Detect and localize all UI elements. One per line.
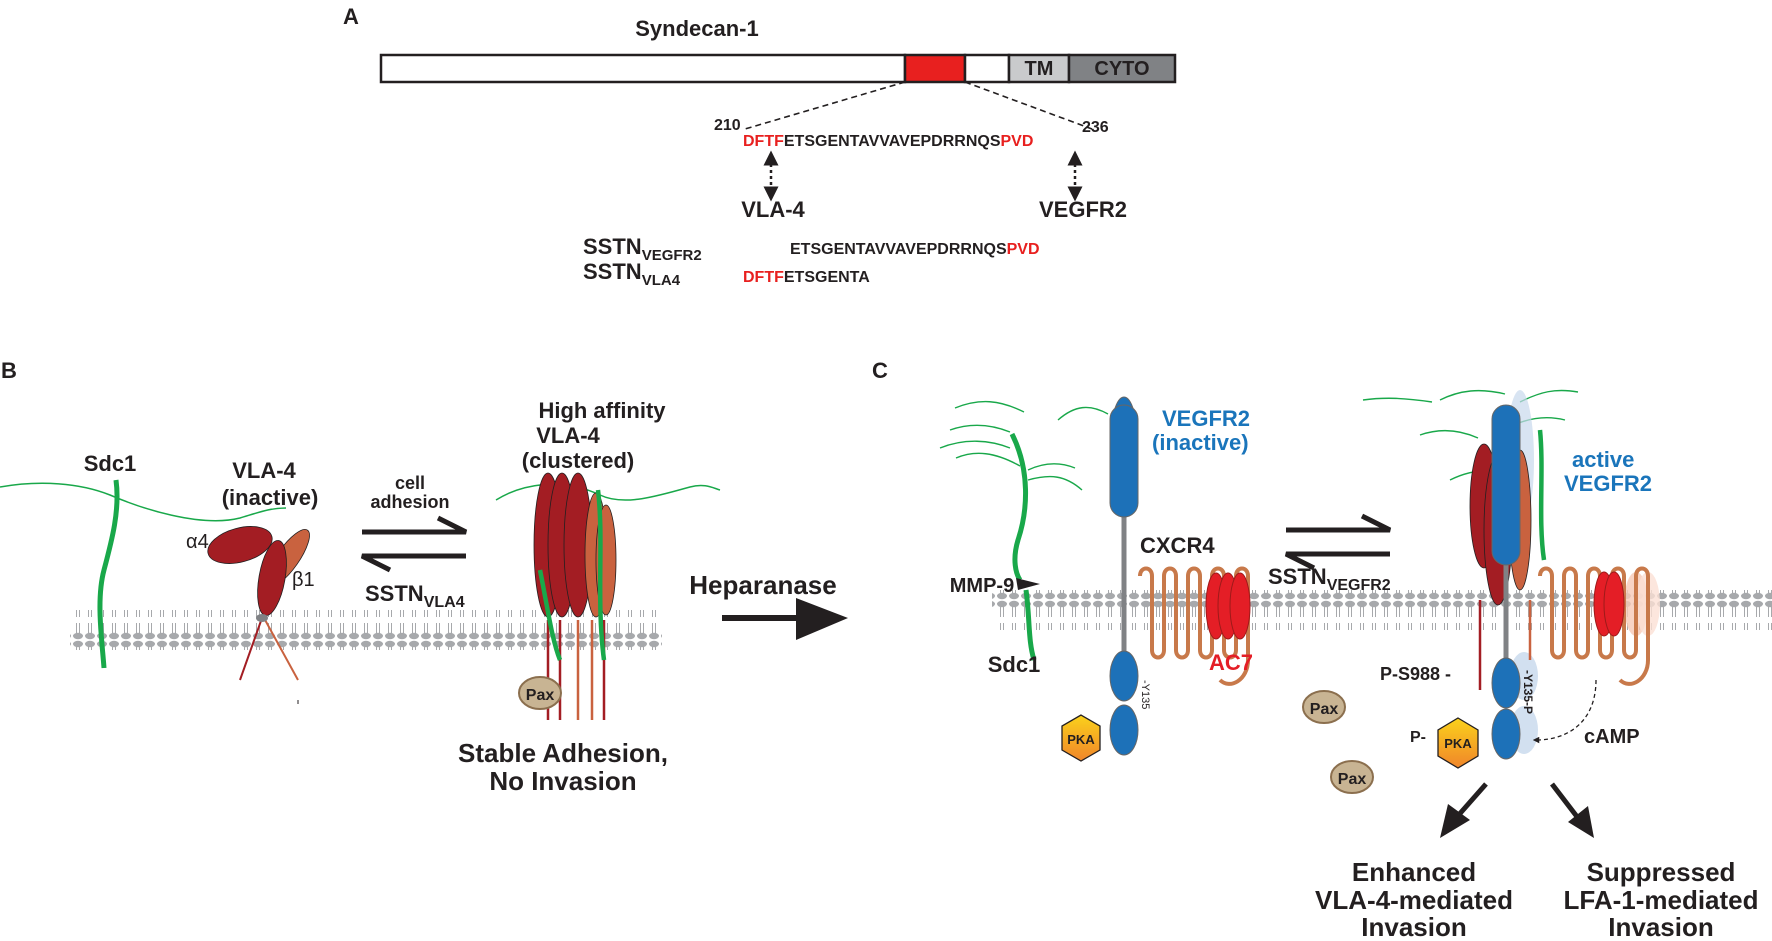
- mmp9-label: MMP-9: [950, 575, 1014, 597]
- p-label: P-: [1410, 729, 1426, 746]
- panel-a-label: A: [343, 4, 359, 29]
- outcome-suppressed-line2: LFA-1-mediated: [1563, 885, 1758, 915]
- panel-c: C MMP-9 Sdc1: [872, 358, 1772, 941]
- sstn-vegfr2-label-c: SSTNVEGFR2: [1268, 564, 1391, 594]
- outcome-arrow-left-shaft: [1454, 782, 1488, 820]
- pax-label-b: Pax: [526, 687, 555, 704]
- heparanase-label: Heparanase: [689, 570, 836, 600]
- ecm-line-left: [0, 482, 287, 522]
- ecm-line-right: [495, 483, 721, 501]
- ac7-label: AC7: [1209, 650, 1253, 675]
- active-vegfr2-line2: VEGFR2: [1564, 471, 1652, 496]
- pax-label-c2: Pax: [1338, 771, 1367, 788]
- vla4-clustered: [533, 472, 617, 720]
- sdc1-stub: [1023, 589, 1037, 661]
- outcome-enhanced-line1: Enhanced: [1352, 857, 1476, 887]
- syndecan-domain-bar: TM CYTO: [379, 53, 1177, 84]
- cyto-label: CYTO: [1094, 58, 1149, 80]
- panel-a: A Syndecan-1 TM CYTO 210 236 DFTFETSGENT…: [343, 4, 1177, 289]
- y135p-label: -Y135-P: [1521, 670, 1535, 714]
- beta1-label: β1: [292, 569, 315, 591]
- tm-domain: [1007, 53, 1071, 84]
- high-affinity-line2: VLA-4: [536, 423, 600, 448]
- active-complex: [1469, 390, 1660, 760]
- vegfr2-inactive: [1109, 396, 1139, 756]
- outcome-enhanced-line3: Invasion: [1361, 912, 1466, 941]
- sdc1-label-b: Sdc1: [84, 451, 137, 476]
- syndecan-title: Syndecan-1: [635, 16, 759, 41]
- y135-label: -Y135: [1139, 680, 1151, 709]
- seq-pvd: PVD: [1001, 133, 1034, 150]
- outcome-arrow-right-head: [1568, 806, 1594, 838]
- cxcr4-gpcr: [1138, 566, 1250, 686]
- seq-middle: ETSGENTAVVAVEPDRRNQS: [784, 133, 1001, 150]
- hs-chains-left: [939, 400, 1109, 491]
- reverse-arrow-c: [1284, 551, 1390, 571]
- outcome-arrow-left-head: [1440, 804, 1470, 838]
- pax-c-1: [1302, 690, 1346, 724]
- panel-b: B Sdc1 VLA-4 (inactive) α4 β1 cell adhes…: [0, 358, 721, 796]
- sstn-vla4-label-b: SSTNVLA4: [365, 581, 465, 611]
- sstn-sequence: DFTFETSGENTAVVAVEPDRRNQSPVD: [743, 133, 1033, 150]
- sdc1-label-c: Sdc1: [988, 652, 1041, 677]
- outcome-b-line1: Stable Adhesion,: [458, 738, 668, 768]
- outcome-b-line2: No Invasion: [489, 766, 636, 796]
- cxcr4-label: CXCR4: [1140, 533, 1215, 558]
- hs-chains-right: [1362, 389, 1579, 481]
- pka-inactive: [1061, 714, 1101, 762]
- camp-label: cAMP: [1584, 726, 1640, 748]
- forward-arrow-c: [1286, 513, 1392, 533]
- alpha4-label: α4: [186, 531, 209, 553]
- peptide-sstn-vegfr2-seq: ETSGENTAVVAVEPDRRNQSPVD: [790, 241, 1040, 258]
- peptide-sstn-vegfr2-name: SSTNVEGFR2: [583, 234, 702, 264]
- pax-c-2: [1330, 760, 1374, 794]
- high-affinity-line3: (clustered): [522, 448, 634, 473]
- vla4-inactive-line2: (inactive): [222, 485, 319, 510]
- vegfr2-inactive-line2: (inactive): [1152, 430, 1249, 455]
- vla4-inactive: [207, 526, 310, 681]
- heparanase-arrowhead: [796, 598, 848, 640]
- forward-arrow-b: [362, 515, 468, 535]
- pka-label-active: PKA: [1444, 736, 1472, 751]
- pax-b: [518, 676, 562, 710]
- residue-start: 210: [714, 117, 741, 134]
- high-affinity-line1: High affinity: [538, 398, 666, 423]
- outcome-suppressed-line1: Suppressed: [1587, 857, 1736, 887]
- cell-adhesion-line2: adhesion: [370, 492, 449, 512]
- reverse-arrow-b: [360, 553, 466, 573]
- pax-label-c1: Pax: [1310, 701, 1339, 718]
- sdc1-core-protein-b: [97, 479, 120, 669]
- residue-end: 236: [1082, 119, 1109, 136]
- active-vegfr2-line1: active: [1572, 447, 1634, 472]
- cell-adhesion-line1: cell: [395, 473, 425, 493]
- panel-b-label: B: [1, 358, 17, 383]
- seq-dftf: DFTF: [743, 133, 784, 150]
- sdc1-cleaved-ectodomain: [1009, 432, 1029, 582]
- outcome-suppressed-line3: Invasion: [1608, 912, 1713, 941]
- outcome-enhanced-line2: VLA-4-mediated: [1315, 885, 1513, 915]
- ps988-label: P-S988 -: [1380, 664, 1451, 684]
- zoom-line-right: [964, 81, 1093, 130]
- panel-c-label: C: [872, 358, 888, 383]
- tm-label: TM: [1025, 58, 1054, 80]
- vla4-inactive-line1: VLA-4: [232, 458, 296, 483]
- peptide-sstn-vla4-name: SSTNVLA4: [583, 259, 681, 289]
- cyto-domain: [1067, 53, 1177, 84]
- binder-vla4: VLA-4: [741, 197, 805, 222]
- zoom-line-left: [744, 81, 906, 130]
- mmp9-arrow: [1016, 578, 1040, 590]
- membrane-bilayer-b: [70, 610, 662, 650]
- ac7-enzyme: [1205, 572, 1251, 640]
- peptide-sstn-vla4-seq: DFTFETSGENTA: [743, 269, 870, 286]
- sstn-core-domain: [903, 53, 967, 84]
- vegfr2-inactive-line1: VEGFR2: [1162, 406, 1250, 431]
- camp-arrow: [1532, 679, 1597, 744]
- binder-vegfr2: VEGFR2: [1039, 197, 1127, 222]
- pka-label-inactive: PKA: [1067, 732, 1095, 747]
- outcome-arrow-right-shaft: [1550, 782, 1580, 820]
- pka-active: [1437, 717, 1479, 769]
